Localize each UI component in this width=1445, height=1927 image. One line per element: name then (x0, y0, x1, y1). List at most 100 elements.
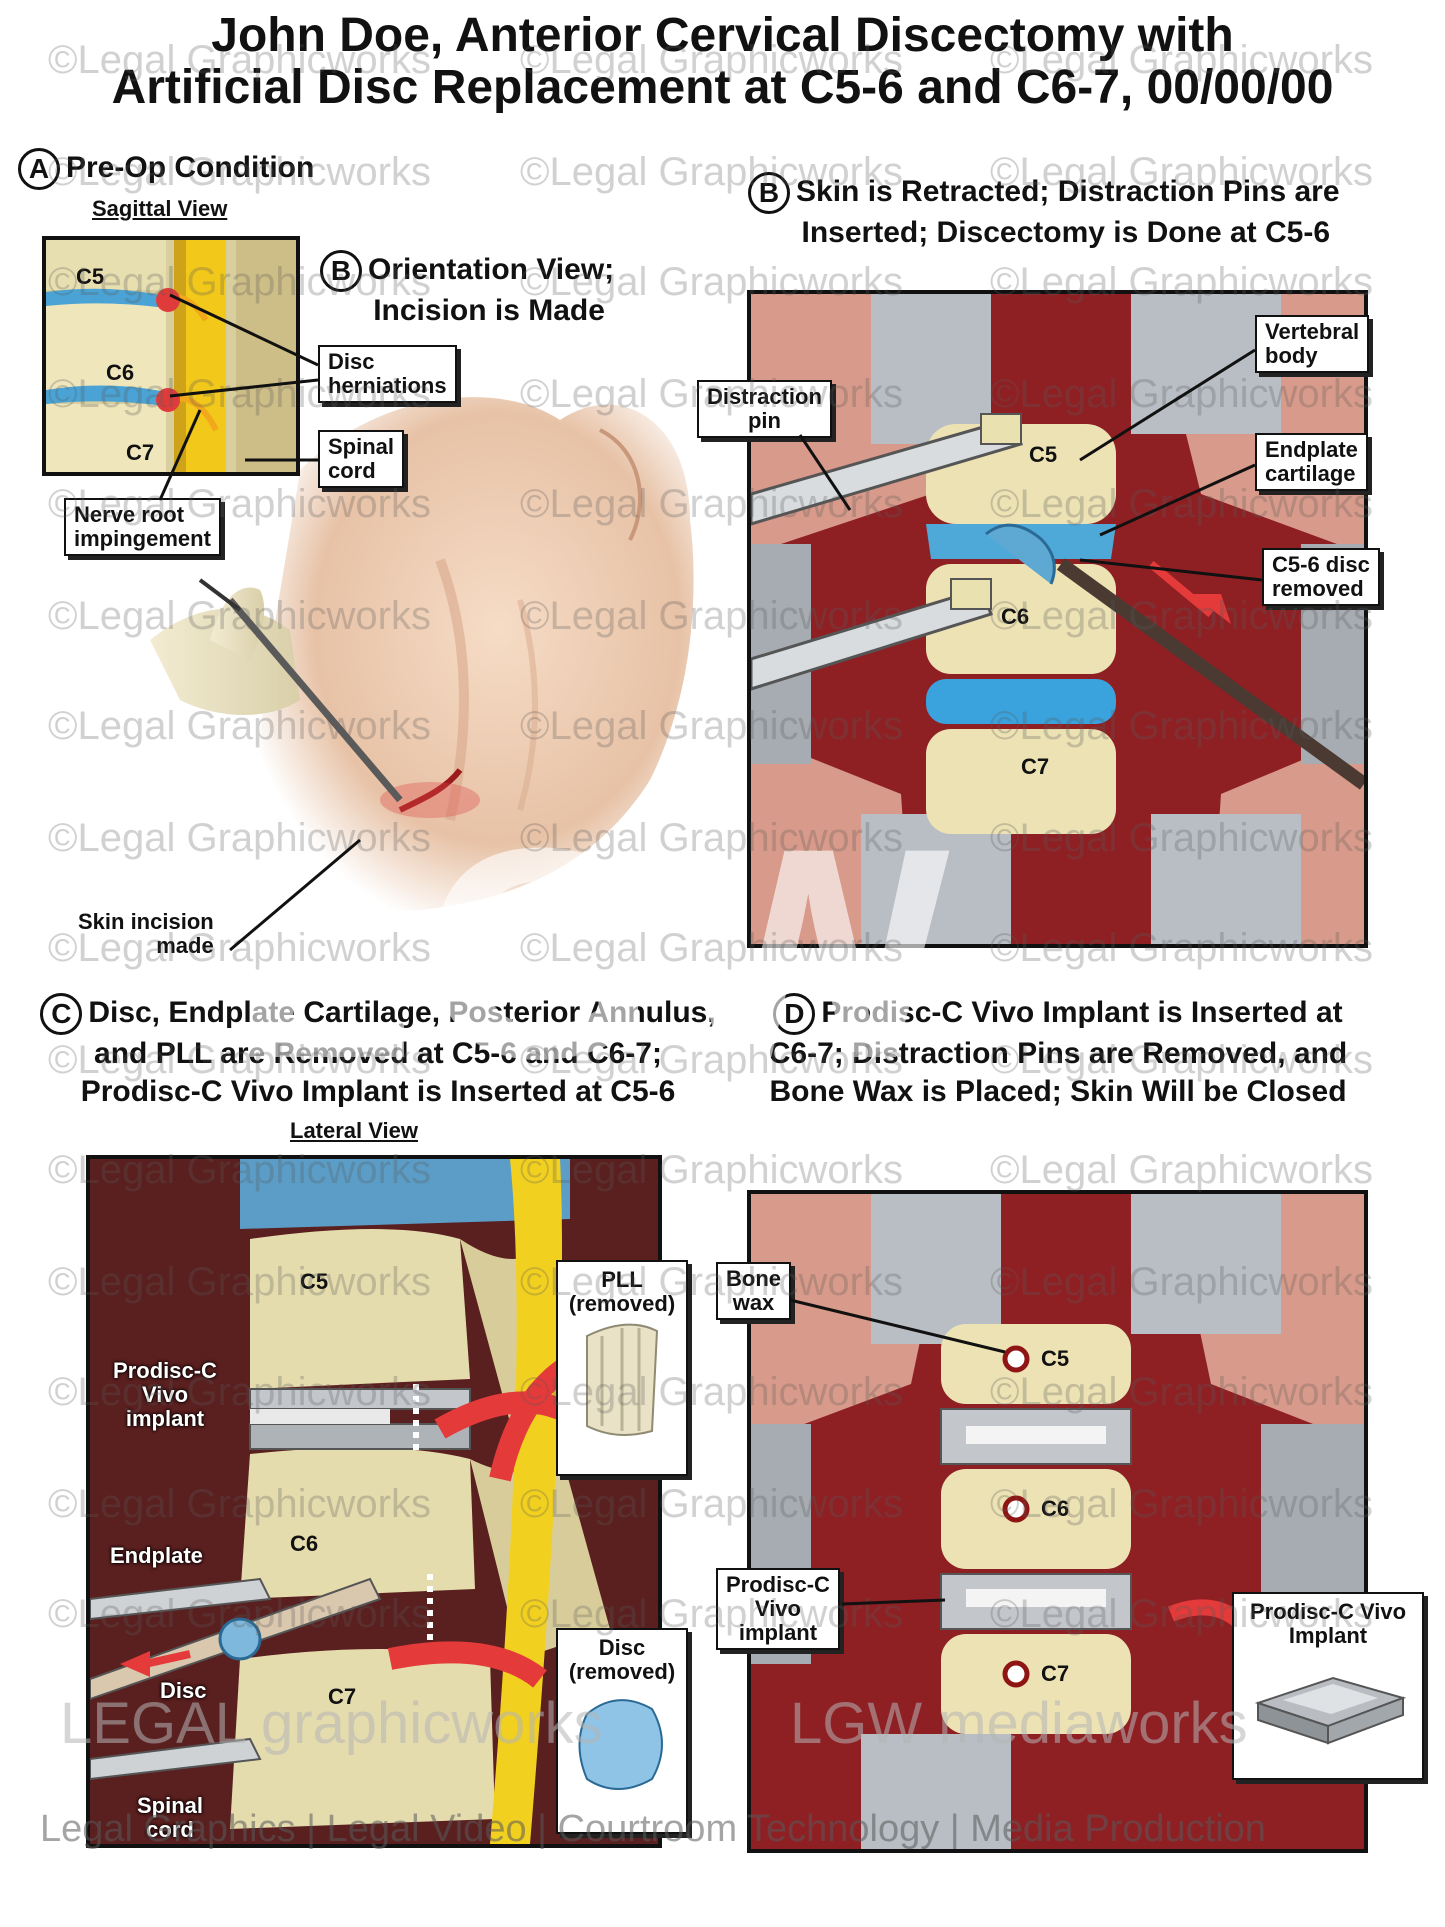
watermark-r0c1: ©Legal Graphicworks (520, 38, 903, 82)
prodisc-d-line-2: Vivo (754, 1596, 801, 1621)
prodisc-vivo-implant-box: Prodisc-C Vivo Implant (1232, 1592, 1424, 1780)
distraction-pin-label: Distraction pin (697, 380, 832, 438)
section-b-orientation-letter: B (320, 250, 362, 292)
watermark-r13c0: ©Legal Graphicworks (48, 1482, 431, 1526)
c-c7-label: C7 (328, 1684, 357, 1709)
watermark-r11c1: ©Legal Graphicworks (520, 1260, 903, 1304)
section-a-title: Pre-Op Condition (66, 150, 315, 184)
watermark-r11c2: ©Legal Graphicworks (990, 1260, 1373, 1304)
endplate-label: Endplate (110, 1543, 203, 1568)
watermark-r14c0: ©Legal Graphicworks (48, 1592, 431, 1636)
skin-incision-line-2: made (156, 933, 214, 958)
b-c5-label: C5 (1029, 442, 1058, 467)
watermark-r6c2: ©Legal Graphicworks (990, 704, 1373, 748)
section-d-line-1: Prodisc-C Vivo Implant is Inserted at (821, 995, 1343, 1029)
watermark-r3c1: ©Legal Graphicworks (520, 372, 903, 416)
bone-wax-line-2: wax (732, 1290, 775, 1315)
watermark-r9c1: ©Legal Graphicworks (520, 1038, 903, 1082)
footer-text: Legal Graphics | Legal Video | Courtroom… (40, 1808, 1266, 1850)
watermark-r9c2: ©Legal Graphicworks (990, 1038, 1373, 1082)
watermark-r5c1: ©Legal Graphicworks (520, 594, 903, 638)
watermark-r14c2: ©Legal Graphicworks (990, 1592, 1373, 1636)
watermark-r8c0: ©Legal Graphicworks (48, 926, 431, 970)
vertebral-body-label: Vertebral body (1255, 315, 1370, 373)
section-c-line-3: Prodisc-C Vivo Implant is Inserted at C5… (80, 1075, 676, 1108)
sagittal-c7-label: C7 (126, 440, 155, 465)
lateral-view-label: Lateral View (290, 1118, 418, 1143)
nerve-root-line-1: Nerve root (74, 502, 185, 527)
spinal-cord-label: Spinal cord (318, 430, 405, 488)
watermark-r13c1: ©Legal Graphicworks (520, 1482, 903, 1526)
nerve-root-label: Nerve root impingement (64, 498, 221, 556)
pll-removed-box: PLL (removed) (556, 1260, 688, 1476)
disc-herniations-line-2: herniations (328, 373, 447, 398)
watermark-r8c1: ©Legal Graphicworks (520, 926, 903, 970)
prodisc-lateral-line-3: implant (125, 1406, 205, 1431)
watermark-r0c2: ©Legal Graphicworks (990, 38, 1373, 82)
d-c7-label: C7 (1041, 1661, 1070, 1686)
page-title: John Doe, Anterior Cervical Discectomy w… (0, 10, 1445, 114)
watermark-r1c0: ©Legal Graphicworks (48, 150, 431, 194)
watermark-r8c2: ©Legal Graphicworks (990, 926, 1373, 970)
watermark-r1c1: ©Legal Graphicworks (520, 150, 903, 194)
watermark-r4c1: ©Legal Graphicworks (520, 482, 903, 526)
pll-specimen-drawing (586, 1323, 659, 1436)
watermark-r7c2: ©Legal Graphicworks (990, 816, 1373, 860)
prodisc-d-line-3: implant (738, 1620, 818, 1645)
watermark-r14c1: ©Legal Graphicworks (520, 1592, 903, 1636)
prodisc-vivo-implant-line-1: Prodisc-C Vivo (1249, 1599, 1407, 1624)
c-c6-label: C6 (290, 1531, 319, 1556)
watermark-r1c2: ©Legal Graphicworks (990, 150, 1373, 194)
spinal-cord-lateral-label: Spinal cord (110, 1794, 230, 1842)
watermark-r4c2: ©Legal Graphicworks (990, 482, 1373, 526)
spinal-cord-line-2: cord (328, 458, 376, 483)
watermark-r3c2: ©Legal Graphicworks (990, 372, 1373, 416)
spinal-cord-lateral-line-1: Spinal (136, 1793, 203, 1818)
sagittal-c6-label: C6 (106, 360, 135, 385)
sagittal-c5-label: C5 (76, 264, 105, 289)
disc-removed-box: Disc (removed) (556, 1628, 688, 1834)
implant-drawing (1254, 1676, 1407, 1745)
prodisc-lateral-label: Prodisc-C Vivo implant (90, 1359, 240, 1431)
prodisc-d-line-1: Prodisc-C (726, 1572, 830, 1597)
watermark-r0c0: ©Legal Graphicworks (48, 38, 431, 82)
section-c-line-2: and PLL are Removed at C5-6 and C6-7; (94, 1037, 662, 1070)
prodisc-lateral-line-2: Vivo (141, 1382, 189, 1407)
watermark-r7c1: ©Legal Graphicworks (520, 816, 903, 860)
watermark-r10c0: ©Legal Graphicworks (48, 1148, 431, 1192)
skin-incision-line-1: Skin incision (78, 909, 214, 934)
c56-disc-removed-label: C5-6 disc removed (1262, 548, 1380, 606)
section-b-orientation-line-1: Orientation View; (368, 252, 615, 286)
distraction-pin-line-1: Distraction (707, 384, 822, 409)
disc-removed-line-1: Disc (598, 1635, 646, 1660)
section-d-line-2: C6-7; Distraction Pins are Removed, and (768, 1037, 1348, 1070)
disc-removed-line-2: (removed) (568, 1659, 676, 1684)
disc-specimen-drawing (578, 1699, 663, 1790)
c-c5-label: C5 (300, 1269, 329, 1294)
pll-removed-line-1: PLL (601, 1267, 643, 1292)
bone-wax-label: Bone wax (716, 1262, 791, 1320)
section-b-surgery-line-1: Skin is Retracted; Distraction Pins are (796, 174, 1340, 208)
watermark-r10c1: ©Legal Graphicworks (520, 1148, 903, 1192)
prodisc-d-label: Prodisc-C Vivo implant (716, 1568, 840, 1650)
watermark-r2c0: ©Legal Graphicworks (48, 260, 431, 304)
vertebral-body-line-1: Vertebral (1265, 319, 1360, 344)
title-line-2: Artificial Disc Replacement at C5-6 and … (111, 61, 1334, 114)
b-c6-label: C6 (1001, 604, 1030, 629)
brand-left: LEGAL graphicworks (60, 1691, 603, 1756)
section-b-orientation-line-2: Incision is Made (373, 294, 605, 327)
watermark-r2c2: ©Legal Graphicworks (990, 260, 1373, 304)
spinal-cord-line-1: Spinal (328, 434, 395, 459)
watermark-r2c1: ©Legal Graphicworks (520, 260, 903, 304)
d-c5-label: C5 (1041, 1346, 1070, 1371)
prodisc-lateral-line-1: Prodisc-C (113, 1358, 217, 1383)
section-d-line-3: Bone Wax is Placed; Skin Will be Closed (769, 1075, 1347, 1108)
watermark-r3c0: ©Legal Graphicworks (48, 372, 431, 416)
watermark-r10c2: ©Legal Graphicworks (990, 1148, 1373, 1192)
